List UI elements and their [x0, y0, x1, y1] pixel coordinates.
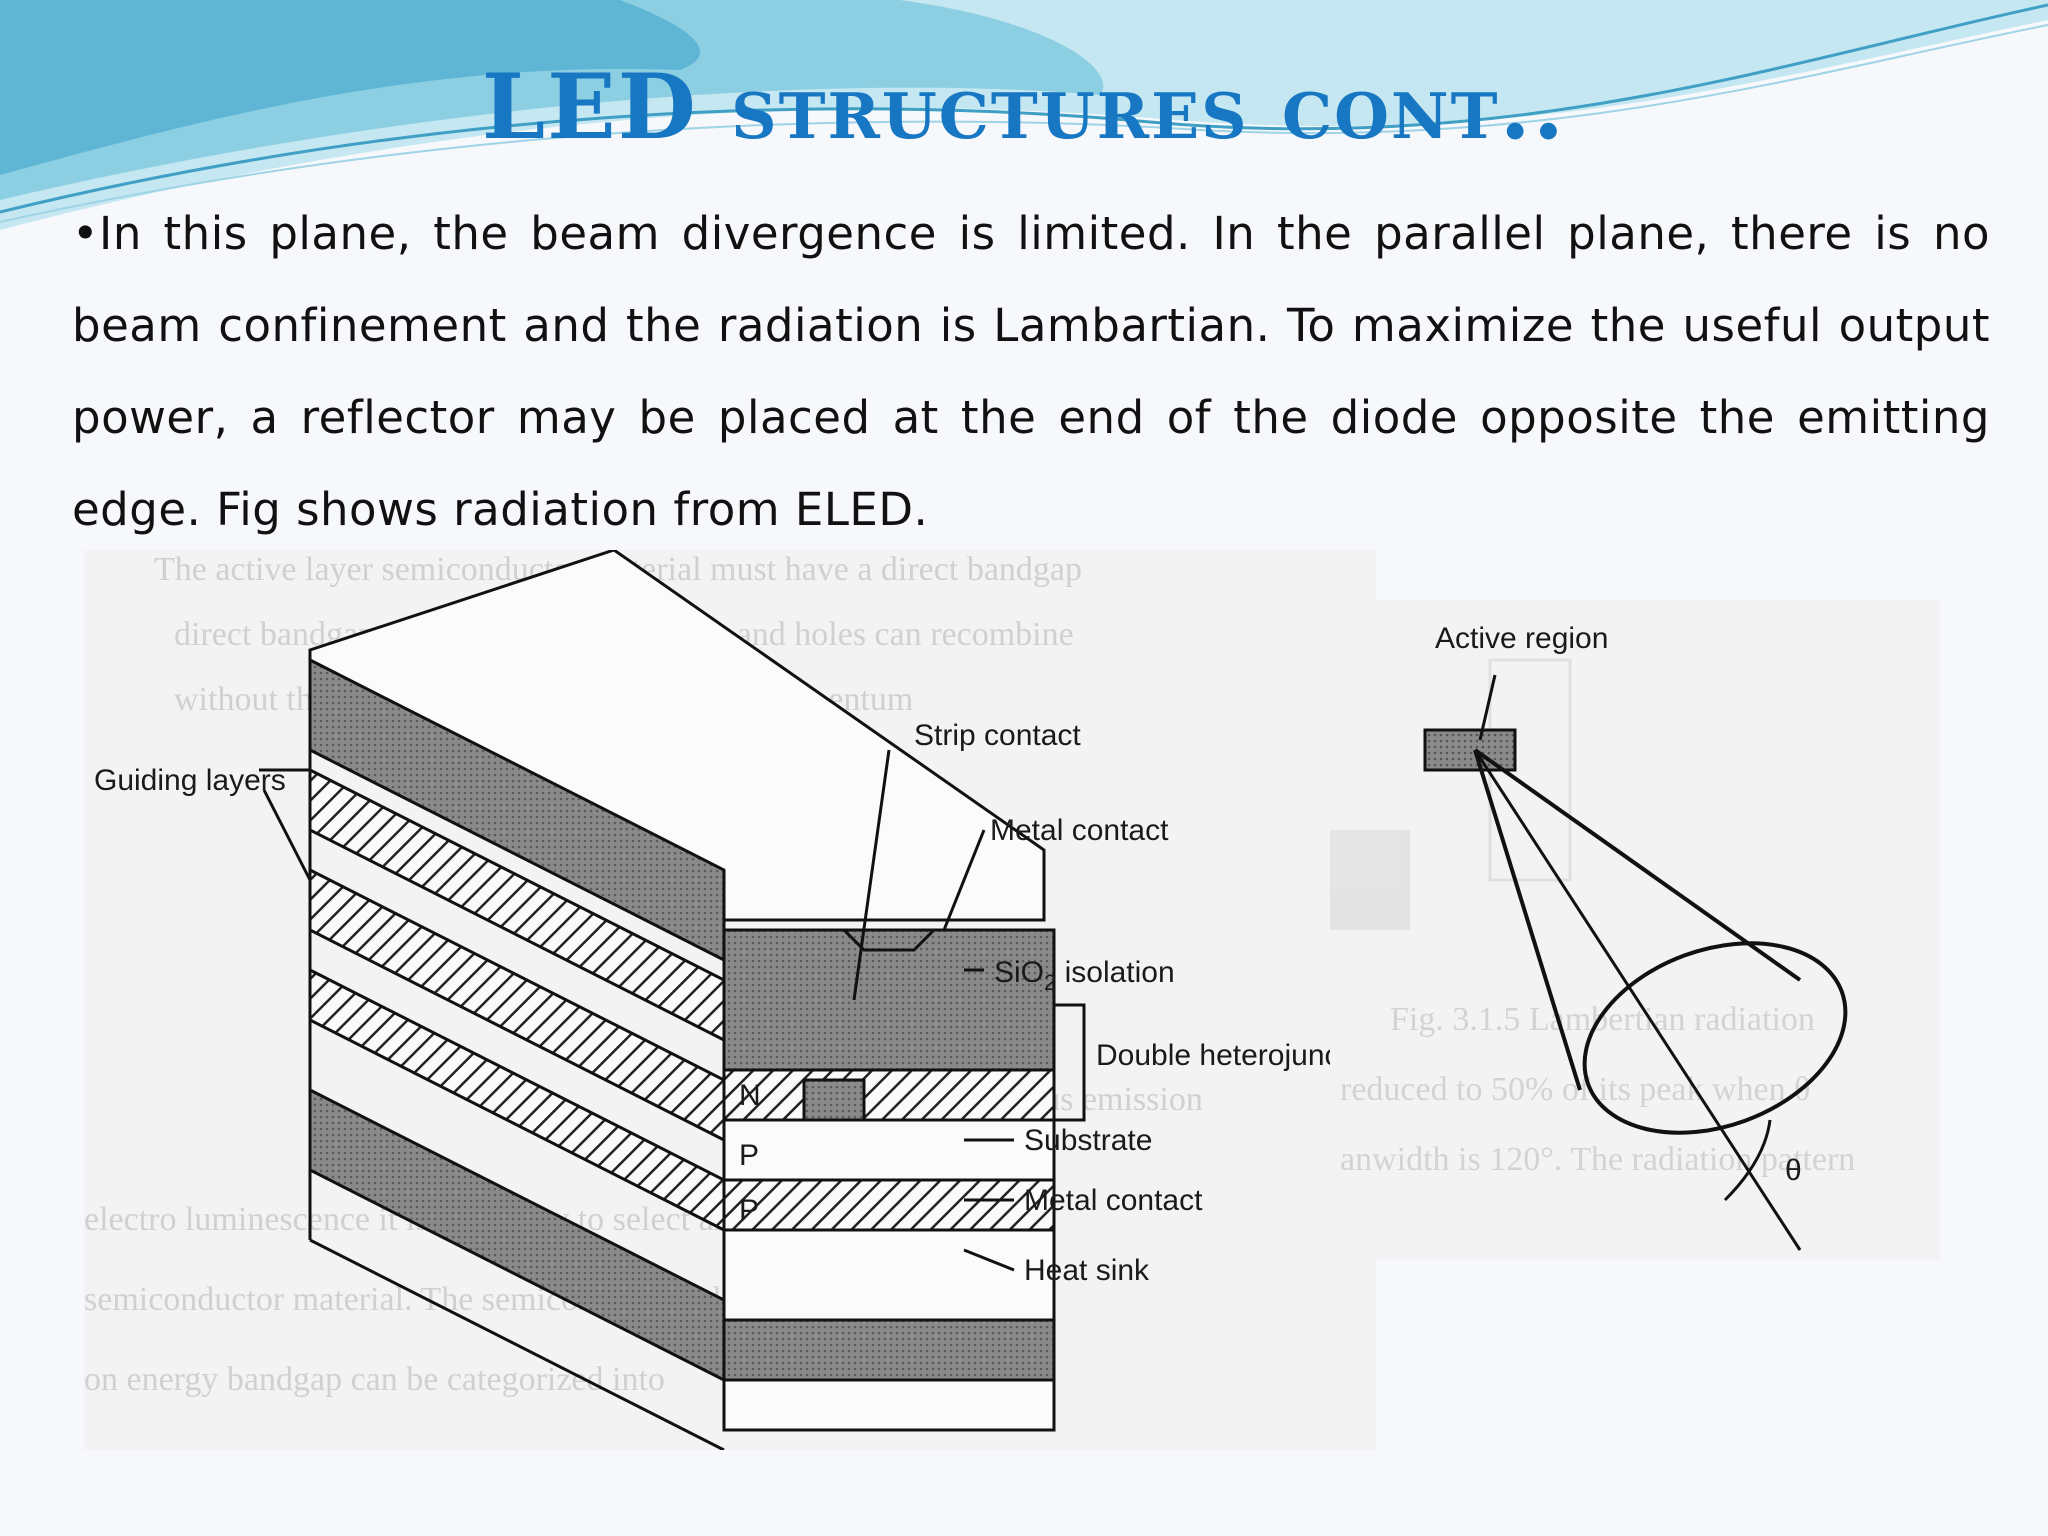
lambertian-radiation-figure: Fig. 3.1.5 Lambertian radiation reduced …: [1330, 600, 1940, 1260]
label-strip-contact: Strip contact: [914, 719, 1081, 752]
svg-text:Fig. 3.1.5 Lambertian radiatio: Fig. 3.1.5 Lambertian radiation: [1390, 1001, 1815, 1038]
label-layer-p2: P: [739, 1194, 759, 1227]
active-region-box: [1423, 728, 1517, 772]
slide-title: LED structures cont..: [481, 54, 1567, 160]
layer-stack: [308, 550, 1086, 1450]
leader-lines: [259, 749, 1015, 1272]
label-metal-contact-top: Metal contact: [990, 814, 1169, 847]
emission-ellipse: [1582, 941, 1848, 1135]
label-active-region: Active region: [1435, 622, 1608, 655]
label-theta: θ: [1785, 1154, 1802, 1187]
label-sio2-isolation: SiO2 isolation: [994, 956, 1175, 995]
bullet-marker: •: [72, 207, 100, 260]
scan-bleed-right: Fig. 3.1.5 Lambertian radiation reduced …: [1330, 658, 1855, 1178]
svg-text:anwidth is 120°. The radiation: anwidth is 120°. The radiation pattern: [1340, 1141, 1855, 1178]
body-text: In this plane, the beam divergence is li…: [72, 207, 1990, 536]
label-metal-contact-bottom: Metal contact: [1024, 1184, 1203, 1217]
label-substrate: Substrate: [1024, 1124, 1152, 1157]
header-wave: [0, 0, 2048, 230]
label-guiding-layers: Guiding layers: [94, 764, 286, 797]
label-heat-sink: Heat sink: [1024, 1254, 1150, 1287]
body-paragraph: •In this plane, the beam divergence is l…: [72, 188, 1990, 556]
eled-structure-figure: The active layer semiconductor material …: [84, 550, 1376, 1450]
svg-text:on energy bandgap can be categ: on energy bandgap can be categorized int…: [84, 1361, 665, 1398]
label-double-heterojunction: Double heterojunction layers: [1096, 1039, 1376, 1072]
label-layer-n: N: [739, 1079, 761, 1112]
label-layer-p1: P: [739, 1139, 759, 1172]
